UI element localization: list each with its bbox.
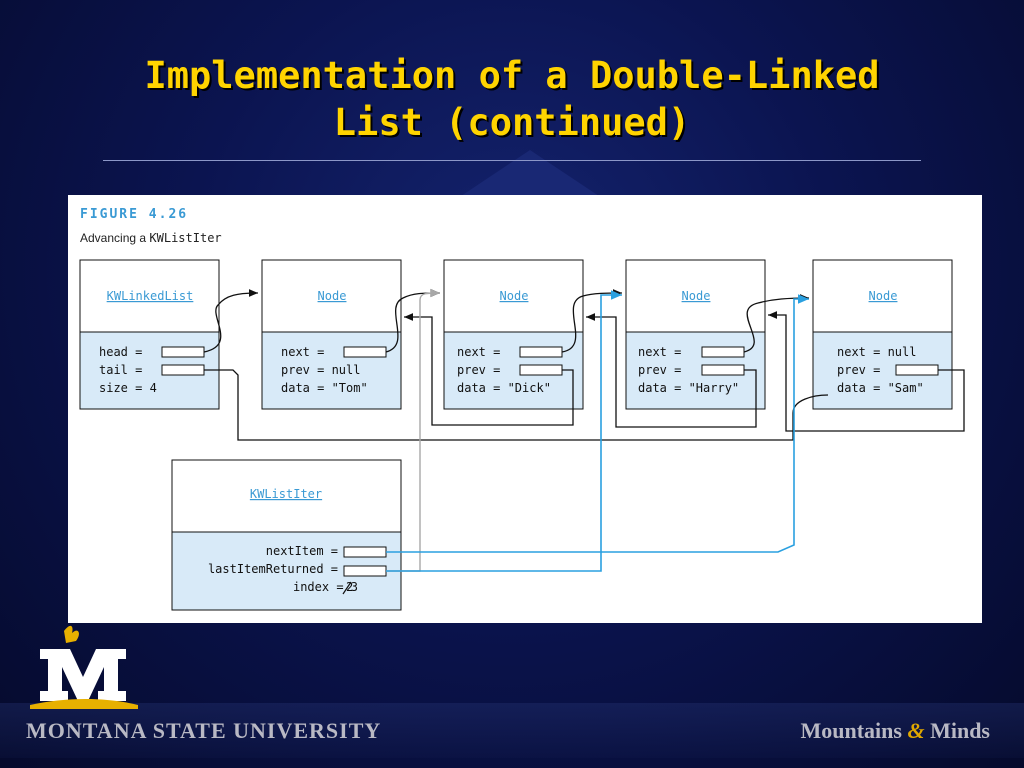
node-sam-prev-slot (895, 364, 939, 376)
harry-prev-link (586, 313, 757, 428)
nextitem-slot (343, 546, 387, 558)
index-field: index = 3 (293, 580, 358, 594)
title-divider (103, 160, 921, 161)
node-harry-next: next = (638, 345, 681, 359)
dick-prev-link (404, 313, 574, 426)
harry-next-link (743, 294, 810, 353)
tagline-minds: Minds (924, 718, 990, 743)
index-strikeout (342, 581, 352, 595)
node-dick-title: Node (500, 289, 529, 303)
title-line-1: Implementation of a Double-Linked (144, 54, 880, 97)
node-tom-title: Node (318, 289, 347, 303)
slide-title: Implementation of a Double-Linked List (… (0, 52, 1024, 146)
head-link (203, 289, 259, 353)
node-harry-prev-slot (701, 364, 745, 376)
node-tom-next-slot (343, 346, 387, 358)
node-harry-data: data = "Harry" (638, 381, 739, 395)
kwlistiter-box: KWListIter nextItem = lastItemReturned =… (171, 459, 402, 611)
node-sam-next: next = null (837, 345, 916, 359)
node-dick-prev-slot (519, 364, 563, 376)
node-sam-prev: prev = (837, 363, 880, 377)
tail-field: tail = (99, 363, 142, 377)
index-old-value: 2 (346, 580, 353, 594)
node-dick-box: Node next = prev = data = "Dick" (443, 259, 584, 410)
node-tom-next: next = (281, 345, 324, 359)
node-harry-prev: prev = (638, 363, 681, 377)
size-field: size = 4 (99, 381, 157, 395)
flame-icon (64, 625, 79, 643)
dick-next-link (561, 289, 623, 353)
figure-number: FIGURE 4.26 (80, 207, 189, 222)
tagline-ampersand: & (907, 718, 925, 743)
node-harry-title: Node (682, 289, 711, 303)
figure-caption-class: KWListIter (149, 231, 222, 245)
lastitemreturned-field: lastItemReturned = (208, 562, 338, 576)
head-pointer-slot (161, 346, 205, 358)
linked-list-diagram: KWLinkedList head = tail = size = 4 Node… (79, 259, 965, 611)
kwlinkedlist-title: KWLinkedList (107, 289, 194, 303)
footer-band (0, 703, 1024, 758)
node-dick-next-slot (519, 346, 563, 358)
old-nextitem-link (386, 288, 441, 572)
node-dick-next: next = (457, 345, 500, 359)
node-dick-data: data = "Dick" (457, 381, 551, 395)
kwlistiter-title: KWListIter (250, 487, 322, 501)
university-tagline: Mountains & Minds (800, 718, 990, 744)
sam-prev-link (768, 311, 965, 432)
nextitem-link (386, 294, 809, 553)
node-sam-box: Node next = null prev = data = "Sam" (812, 259, 953, 410)
title-line-2: List (continued) (333, 101, 691, 144)
node-harry-box: Node next = prev = data = "Harry" (625, 259, 766, 410)
tail-pointer-slot (161, 364, 205, 376)
nextitem-field: nextItem = (266, 544, 338, 558)
node-dick-prev: prev = (457, 363, 500, 377)
node-sam-title: Node (869, 289, 898, 303)
node-sam-data: data = "Sam" (837, 381, 924, 395)
node-tom-data: data = "Tom" (281, 381, 368, 395)
university-name: MONTANA STATE UNIVERSITY (26, 718, 382, 743)
node-tom-prev: prev = null (281, 363, 360, 377)
node-harry-next-slot (701, 346, 745, 358)
tail-link (204, 369, 829, 441)
figure-caption: Advancing a KWListIter (80, 231, 222, 245)
lastitemreturned-link (386, 290, 622, 572)
node-tom-box: Node next = prev = null data = "Tom" (261, 259, 402, 410)
figure-caption-text: Advancing a (80, 231, 150, 245)
kwlinkedlist-box: KWLinkedList head = tail = size = 4 (79, 259, 220, 410)
lastitemreturned-slot (343, 565, 387, 577)
head-field: head = (99, 345, 142, 359)
figure-panel: FIGURE 4.26 Advancing a KWListIter KWLin… (68, 195, 982, 623)
msu-logo (26, 621, 141, 709)
tagline-mountains: Mountains (800, 718, 908, 743)
